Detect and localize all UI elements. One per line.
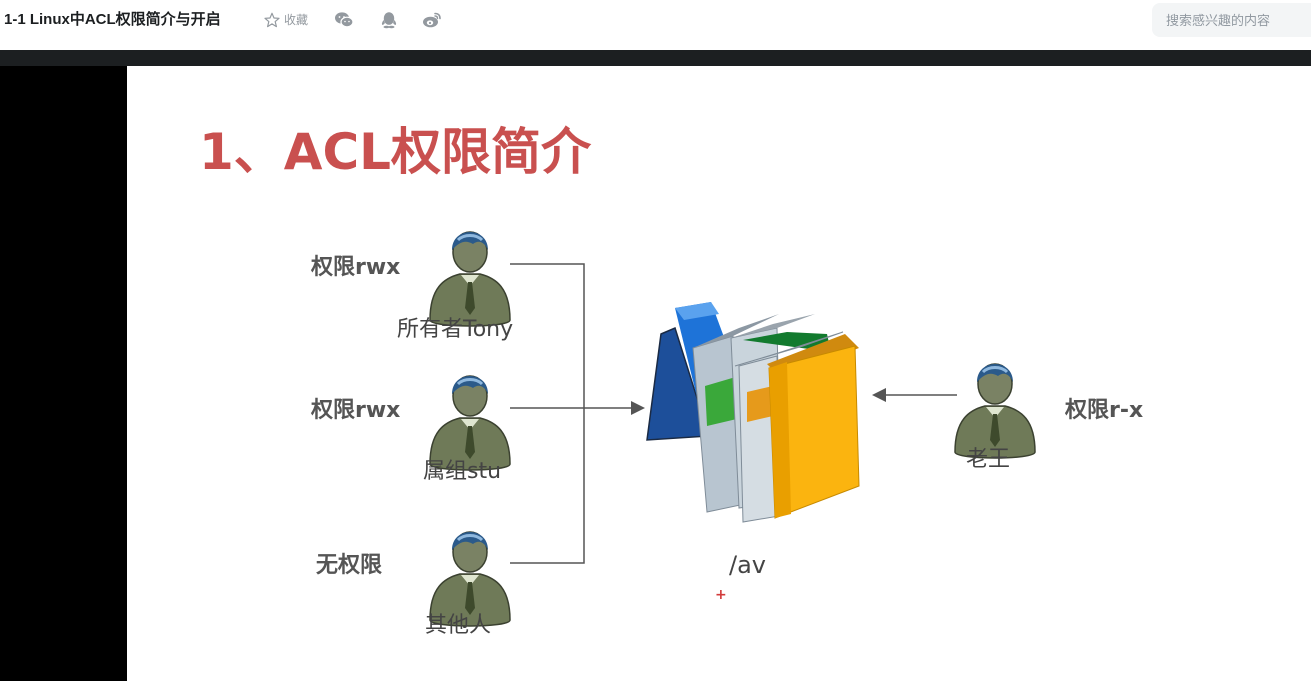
connector-lines [510,263,957,564]
directory-label: /av [729,551,766,579]
other-permission-label: 无权限 [316,552,382,578]
search-input[interactable] [1166,10,1306,30]
slide-title: 1、ACL权限简介 [199,123,592,181]
favorite-label: 收藏 [284,13,309,27]
cursor-marker: + [715,587,727,603]
laowang-name-label: 老王 [966,447,1010,472]
weibo-icon[interactable] [422,11,442,29]
video-letterbox [0,66,127,681]
books-icon [646,302,860,523]
group-user-icon [428,374,512,472]
owner-permission-label: 权限rwx [310,254,400,280]
wechat-icon[interactable] [334,11,354,29]
video-top-bar [0,50,1311,66]
qq-icon[interactable] [379,11,399,29]
video-slide[interactable]: 1、ACL权限简介 权限rwx 权限rwx 无权限 权限r-x 所有者Tony … [127,66,1311,681]
search-box [1152,3,1311,37]
laowang-user-icon [953,362,1037,460]
course-title: 1-1 Linux中ACL权限简介与开启 [4,11,221,28]
top-header: 1-1 Linux中ACL权限简介与开启 收藏 [0,0,1311,50]
group-permission-label: 权限rwx [310,397,400,423]
other-user-icon [428,530,512,628]
laowang-permission-label: 权限r-x [1064,397,1143,423]
star-icon [264,12,280,28]
owner-user-icon [428,230,512,328]
other-name-label: 其他人 [425,613,491,638]
group-name-label: 属组stu [423,459,501,484]
owner-name-label: 所有者Tony [397,317,513,342]
favorite-button[interactable]: 收藏 [264,11,308,29]
